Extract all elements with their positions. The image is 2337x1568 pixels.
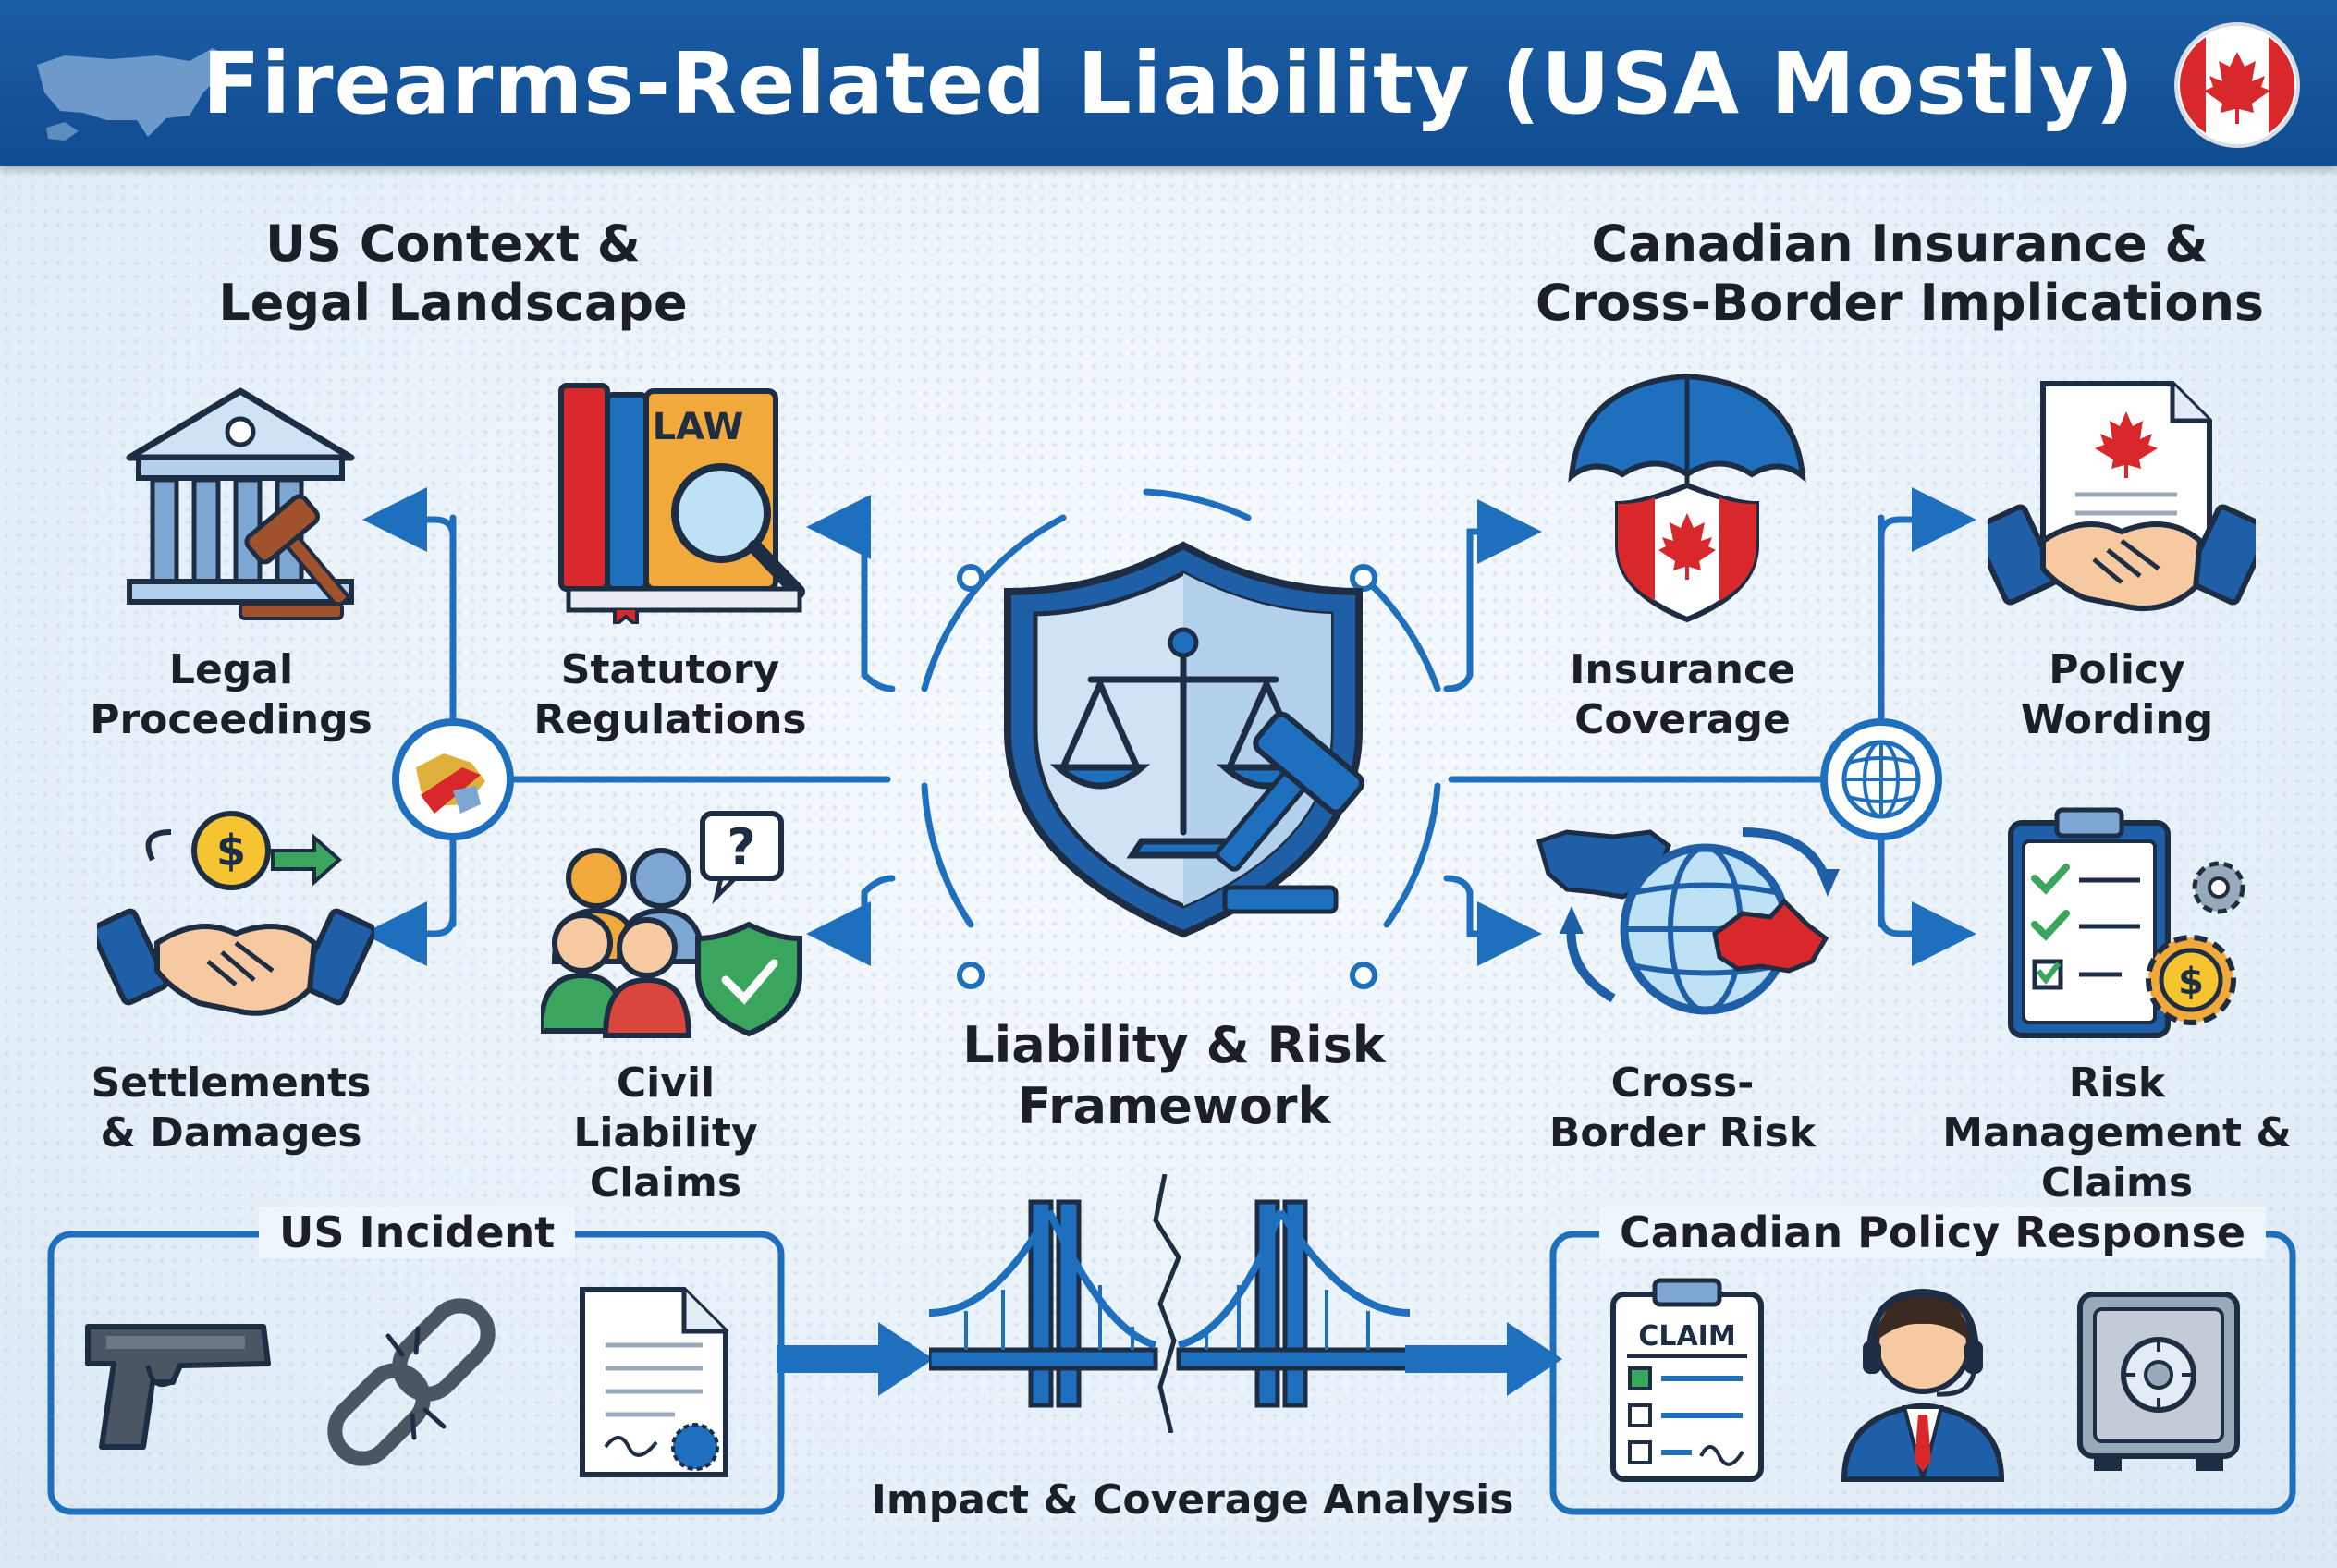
claim-form-label: CLAIM [1638, 1320, 1735, 1353]
risk-management-claims-label: Risk Management & Claims [1942, 1060, 2292, 1207]
shield-scales-gavel-icon [1004, 541, 1364, 938]
pistol-icon [85, 1324, 271, 1450]
certificate-document-icon [580, 1287, 728, 1477]
handshake-money-icon: $ [97, 811, 374, 1016]
page-title: Firearms-Related Liability (USA Mostly) [202, 34, 2135, 133]
broken-bridge-icon [929, 1174, 1410, 1433]
canadian-policy-response-title: Canadian Policy Response [1599, 1207, 2267, 1258]
law-books-magnifier-icon: LAW [558, 383, 805, 624]
globe-cross-border-icon [1536, 827, 1840, 1015]
globe-hub-icon [1820, 718, 1942, 840]
policy-wording-label: Policy Wording [2020, 646, 2214, 743]
support-agent-icon [1841, 1288, 2005, 1482]
canada-flag-icon [2174, 22, 2300, 148]
insurance-coverage-label: Insurance Coverage [1570, 646, 1795, 743]
left-section-title: US Context & Legal Landscape [218, 214, 688, 332]
courthouse-gavel-icon [126, 387, 355, 620]
statutory-regulations-label: Statutory Regulations [533, 646, 807, 743]
legal-proceedings-label: Legal Proceedings [90, 646, 373, 743]
us-incident-title: US Incident [259, 1207, 576, 1258]
map-hub-icon [392, 718, 514, 840]
bridge-caption: Impact & Coverage Analysis [871, 1476, 1514, 1524]
flow-arrow-right [1405, 1322, 1562, 1396]
checklist-gears-icon: $ [2008, 807, 2245, 1038]
center-framework-label: Liability & Risk Framework [962, 1016, 1386, 1135]
svg-text:$: $ [216, 826, 246, 876]
svg-text:?: ? [727, 818, 755, 876]
usa-map-icon [37, 48, 226, 141]
title-banner: Firearms-Related Liability (USA Mostly) [0, 0, 2337, 166]
cross-border-risk-label: Cross-Border Risk [1548, 1060, 1817, 1157]
people-shield-icon: ? [541, 811, 802, 1038]
umbrella-shield-icon [1568, 373, 1806, 623]
safe-icon [2077, 1292, 2240, 1471]
svg-text:$: $ [2178, 961, 2204, 1003]
broken-chain-icon [327, 1298, 496, 1466]
civil-liability-claims-label: Civil Liability Claims [573, 1060, 758, 1207]
settlements-damages-label: Settlements & Damages [91, 1060, 372, 1157]
document-handshake-icon [1988, 381, 2256, 611]
flow-arrow-left [777, 1322, 934, 1396]
right-section-title: Canadian Insurance & Cross-Border Implic… [1535, 214, 2265, 332]
claim-form-icon: CLAIM [1610, 1278, 1764, 1482]
law-book-label: LAW [653, 406, 744, 448]
